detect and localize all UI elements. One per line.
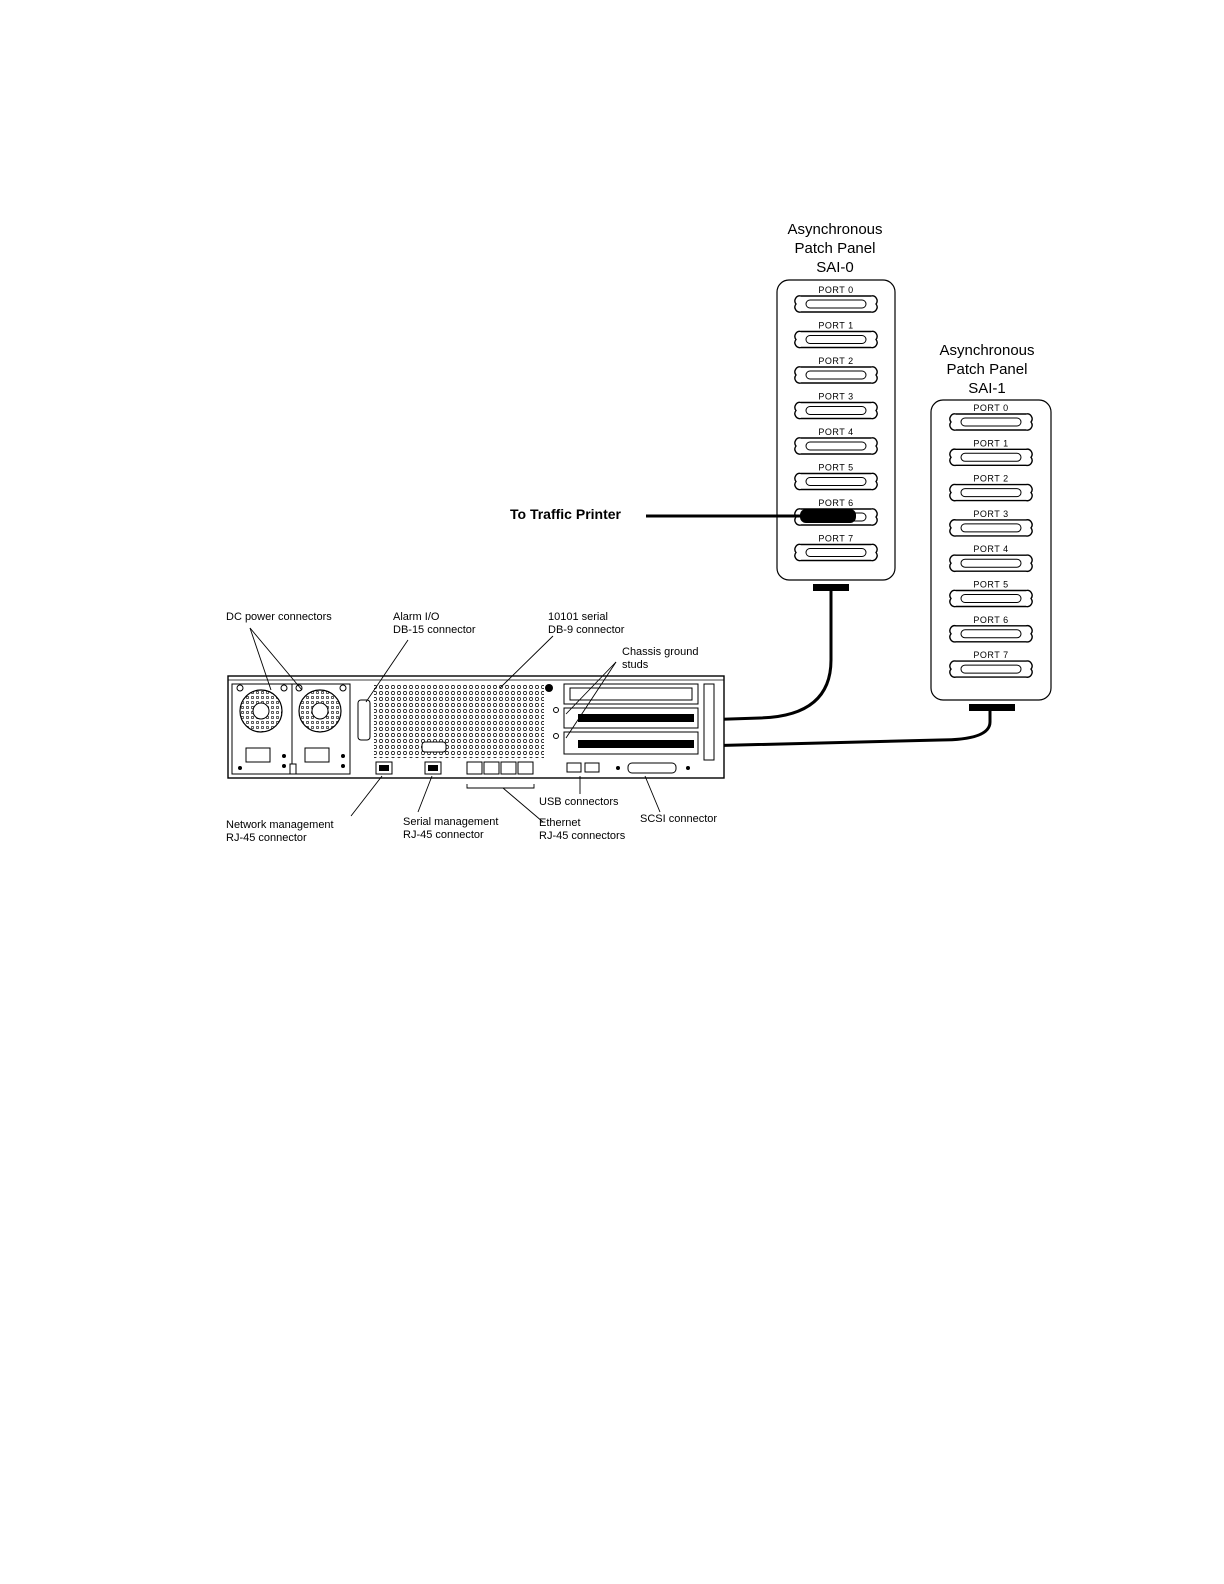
- panel-0-port-label-6: PORT 6: [818, 498, 853, 508]
- panel-0-port-pins-1: [805, 335, 867, 344]
- panel-0-port-pins-2: [805, 370, 867, 380]
- panel-0-port-pins-3: [805, 406, 867, 415]
- panel-0-title-line-2: Patch Panel: [794, 240, 876, 257]
- callout-serial-management-line-1: Serial management: [403, 816, 499, 828]
- printer-cable-plug: [800, 509, 856, 523]
- callout-scsi-line-1: SCSI connector: [640, 813, 718, 825]
- server-rear-panel: [227, 675, 725, 779]
- panel-1-port-pins-1: [960, 452, 1022, 462]
- cable-sai-0: [699, 591, 833, 722]
- callout-chassis-ground: Chassis ground studs: [622, 646, 698, 672]
- callout-network-management-line-2: RJ-45 connector: [226, 832, 307, 844]
- panel-1-port-label-6: PORT 6: [973, 615, 1008, 625]
- callout-10101-serial-line-1: 10101 serial: [548, 611, 608, 623]
- panel-1-port-pins-0: [960, 417, 1022, 427]
- callout-serial-management: Serial management RJ-45 connector: [403, 816, 498, 842]
- callout-network-management: Network management RJ-45 connector: [226, 819, 334, 845]
- panel-0-port-label-3: PORT 3: [818, 392, 853, 402]
- panel-0-port-label-2: PORT 2: [818, 356, 853, 366]
- panel-1-cable-connector: [969, 704, 1015, 711]
- panel-1-port-pins-2: [960, 488, 1022, 498]
- callout-network-management-line-1: Network management: [226, 819, 334, 831]
- callout-alarm-io-line-2: DB-15 connector: [393, 624, 476, 636]
- panel-0-port-label-4: PORT 4: [818, 427, 853, 437]
- callout-leaders: [249, 627, 661, 823]
- panel-1-port-label-7: PORT 7: [973, 650, 1008, 660]
- callout-10101-serial-line-2: DB-9 connector: [548, 624, 625, 636]
- callout-dc-power: DC power connectors: [226, 611, 332, 624]
- callout-serial-management-line-2: RJ-45 connector: [403, 829, 484, 841]
- panel-0-title: Asynchronous Patch Panel SAI-0: [764, 220, 906, 277]
- cable-sai-1: [699, 711, 992, 748]
- panel-1-port-pins-5: [960, 594, 1022, 603]
- panel-0-port-pins-7: [805, 548, 867, 557]
- panel-1-port-pins-4: [960, 558, 1022, 568]
- panel-1-port-label-1: PORT 1: [973, 438, 1008, 448]
- panel-1-port-pins-7: [960, 664, 1022, 674]
- callout-ethernet: Ethernet RJ-45 connectors: [539, 817, 625, 843]
- callout-usb-line-1: USB connectors: [539, 796, 619, 808]
- panel-1-port-label-4: PORT 4: [973, 544, 1008, 554]
- callout-10101-serial: 10101 serial DB-9 connector: [548, 611, 624, 637]
- panel-1-title-line-1: Asynchronous: [939, 342, 1035, 359]
- panel-1-port-label-2: PORT 2: [973, 474, 1008, 484]
- callout-usb: USB connectors: [539, 796, 618, 809]
- panel-0-title-line-3: SAI-0: [816, 259, 854, 276]
- patch-panel-sai-0: [776, 279, 896, 581]
- panel-1-port-label-3: PORT 3: [973, 509, 1008, 519]
- patch-panel-sai-1: [930, 399, 1052, 701]
- panel-1-title-line-3: SAI-1: [968, 380, 1006, 397]
- panel-0-title-line-1: Asynchronous: [787, 221, 883, 238]
- panel-1-port-pins-3: [960, 523, 1022, 533]
- panel-1-title: Asynchronous Patch Panel SAI-1: [916, 341, 1058, 398]
- panel-1-port-pins-6: [960, 629, 1022, 639]
- panel-0-port-label-0: PORT 0: [818, 285, 853, 295]
- panel-0-port-label-5: PORT 5: [818, 463, 853, 473]
- panel-0-cable-connector: [813, 584, 849, 591]
- callout-chassis-ground-line-2: studs: [622, 659, 649, 671]
- callout-scsi: SCSI connector: [640, 813, 717, 826]
- panel-0-port-pins-0: [805, 299, 867, 309]
- callout-chassis-ground-line-1: Chassis ground: [622, 646, 699, 658]
- panel-1-port-label-0: PORT 0: [973, 403, 1008, 413]
- panel-0-port-label-1: PORT 1: [818, 321, 853, 331]
- callout-alarm-io-line-1: Alarm I/O: [393, 611, 440, 623]
- panel-0-port-pins-4: [805, 441, 867, 451]
- callout-ethernet-line-1: Ethernet: [539, 817, 581, 829]
- panel-0-port-pins-5: [805, 477, 867, 486]
- panel-0-port-label-7: PORT 7: [818, 534, 853, 544]
- callout-dc-power-line-1: DC power connectors: [226, 611, 332, 623]
- panel-1-port-label-5: PORT 5: [973, 580, 1008, 590]
- callout-alarm-io: Alarm I/O DB-15 connector: [393, 611, 476, 637]
- callout-ethernet-line-2: RJ-45 connectors: [539, 830, 626, 842]
- panel-1-title-line-2: Patch Panel: [946, 361, 1028, 378]
- printer-label: To Traffic Printer: [510, 506, 621, 522]
